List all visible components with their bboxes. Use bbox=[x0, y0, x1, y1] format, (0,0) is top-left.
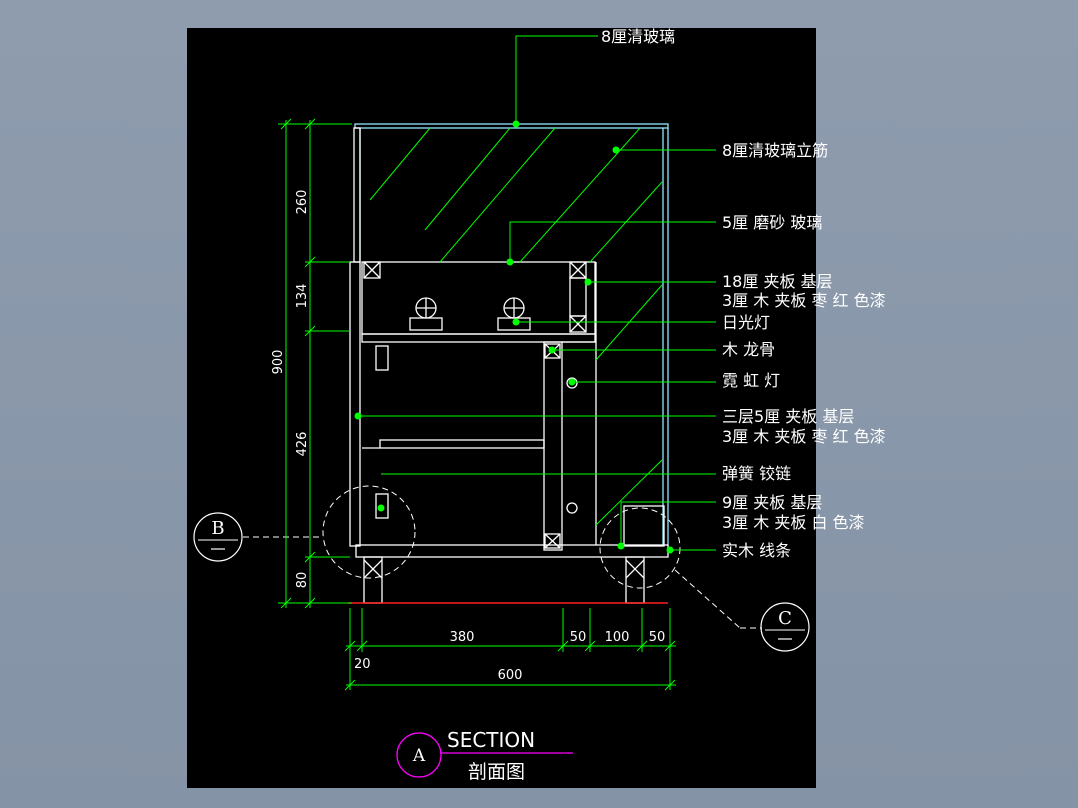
title-letter: A bbox=[412, 746, 426, 766]
drawing-area bbox=[187, 28, 816, 788]
inner-shelf bbox=[379, 439, 545, 449]
material-labels: 8厘清玻璃 8厘清玻璃立筋 5厘 磨砂 玻璃 18厘 夹板 基层 3厘 木 夹板… bbox=[601, 27, 886, 560]
label-hinge: 弹簧 铰链 bbox=[722, 464, 791, 483]
label-glass-top: 8厘清玻璃 bbox=[601, 27, 675, 46]
left-frame-lower bbox=[349, 261, 361, 547]
dim-380: 380 bbox=[450, 630, 475, 645]
fluorescent-base-1 bbox=[409, 317, 443, 331]
label-neon: 霓 虹 灯 bbox=[722, 371, 780, 390]
label-plywood18-base: 18厘 夹板 基层 bbox=[722, 272, 833, 291]
fluorescent-base-2 bbox=[497, 317, 531, 331]
dim-50b: 50 bbox=[649, 630, 666, 645]
label-plywood5-finish: 3厘 木 夹板 枣 红 色漆 bbox=[722, 427, 886, 446]
dim-600: 600 bbox=[498, 668, 523, 683]
dim-260: 260 bbox=[295, 190, 310, 215]
cabinet-geometry bbox=[349, 123, 669, 604]
callout-c-letter: C bbox=[778, 608, 792, 629]
dim-50a: 50 bbox=[570, 630, 587, 645]
detail-circle-b bbox=[322, 485, 416, 579]
glass-top-panel bbox=[354, 123, 669, 129]
dimension-lines bbox=[278, 118, 676, 691]
label-glass-rib: 8厘清玻璃立筋 bbox=[722, 141, 828, 160]
label-plywood18-finish: 3厘 木 夹板 枣 红 色漆 bbox=[722, 291, 886, 310]
hinge-lower bbox=[375, 493, 389, 519]
label-trim: 实木 线条 bbox=[722, 541, 791, 560]
dim-900: 900 bbox=[271, 350, 286, 375]
callout-c: C bbox=[760, 602, 810, 652]
label-fluorescent: 日光灯 bbox=[722, 313, 770, 332]
leader-lines bbox=[358, 35, 716, 551]
label-plywood5-base: 三层5厘 夹板 基层 bbox=[722, 407, 854, 426]
label-plywood9-base: 9厘 夹板 基层 bbox=[722, 493, 822, 512]
label-frosted-glass: 5厘 磨砂 玻璃 bbox=[722, 213, 822, 232]
side-panel bbox=[569, 277, 587, 317]
title-circle bbox=[396, 732, 442, 778]
detail-circle-c bbox=[599, 507, 681, 589]
dim-134: 134 bbox=[295, 284, 310, 309]
neon-lamp-lower bbox=[566, 502, 578, 514]
title-cn: 剖面图 bbox=[468, 761, 525, 783]
title-en: SECTION bbox=[447, 728, 535, 752]
label-plywood9-finish: 3厘 木 夹板 白 色漆 bbox=[722, 513, 865, 532]
plywood-9-panel bbox=[623, 505, 665, 547]
keel-block-tl bbox=[363, 261, 381, 279]
dim-80: 80 bbox=[295, 572, 310, 589]
callout-b: B bbox=[193, 512, 243, 562]
shelf-board bbox=[361, 333, 596, 343]
detail-circles bbox=[243, 485, 762, 629]
dimension-texts: 260 134 426 80 900 380 50 100 50 20 600 bbox=[271, 190, 665, 683]
label-keel: 木 龙骨 bbox=[722, 340, 775, 359]
dim-100: 100 bbox=[605, 630, 630, 645]
callout-b-letter: B bbox=[211, 518, 224, 539]
section-title: A SECTION 剖面图 bbox=[396, 728, 573, 783]
dim-426: 426 bbox=[295, 432, 310, 457]
detail-c-leader bbox=[674, 569, 741, 629]
dim-20: 20 bbox=[354, 657, 371, 672]
hinge-upper bbox=[375, 345, 389, 371]
leader-dots bbox=[354, 120, 674, 554]
neon-lamp-upper bbox=[566, 377, 578, 389]
